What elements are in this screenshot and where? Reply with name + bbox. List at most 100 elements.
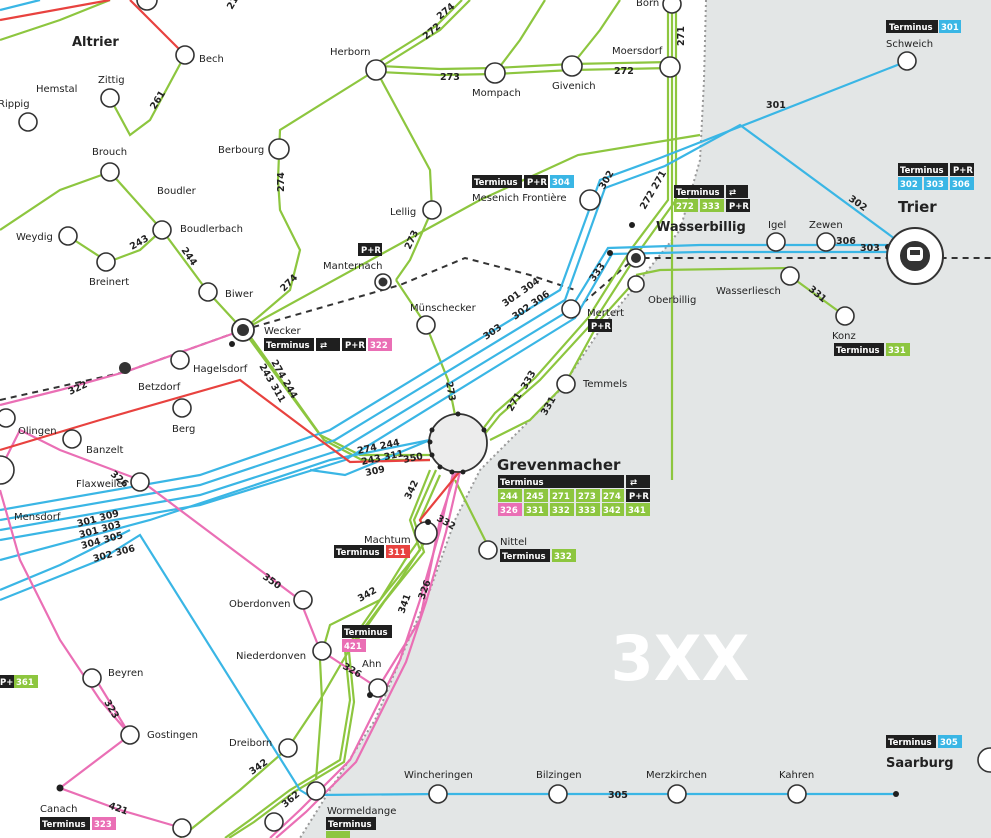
svg-text:Nittel: Nittel xyxy=(500,537,527,548)
svg-text:Hemstal: Hemstal xyxy=(36,84,77,95)
svg-text:Mesenich Frontière: Mesenich Frontière xyxy=(472,192,567,204)
svg-text:Breinert: Breinert xyxy=(89,277,129,288)
svg-text:272: 272 xyxy=(421,21,443,42)
city-label-grevenmacher: Grevenmacher xyxy=(497,456,621,474)
svg-text:Wasserliesch: Wasserliesch xyxy=(716,286,781,297)
svg-text:Born: Born xyxy=(636,0,659,9)
svg-text:Igel: Igel xyxy=(768,220,786,231)
svg-text:245: 245 xyxy=(526,492,544,502)
svg-text:305: 305 xyxy=(608,790,628,801)
svg-text:272: 272 xyxy=(614,66,634,77)
svg-text:Bech: Bech xyxy=(199,54,224,65)
svg-text:Mompach: Mompach xyxy=(472,88,521,99)
svg-text:333: 333 xyxy=(702,202,720,212)
svg-text:Moersdorf: Moersdorf xyxy=(612,46,663,57)
svg-text:304: 304 xyxy=(552,178,570,188)
svg-text:361: 361 xyxy=(16,678,34,688)
svg-text:301: 301 xyxy=(766,100,786,111)
svg-text:Terminus: Terminus xyxy=(500,478,544,488)
svg-text:Münschecker: Münschecker xyxy=(410,303,477,314)
svg-text:271: 271 xyxy=(552,492,570,502)
svg-text:Terminus: Terminus xyxy=(900,166,944,176)
svg-text:P+R: P+R xyxy=(527,178,547,188)
svg-text:Wincheringen: Wincheringen xyxy=(404,770,473,781)
svg-text:Boudler: Boudler xyxy=(157,186,197,197)
svg-text:302: 302 xyxy=(900,180,918,190)
svg-text:Terminus: Terminus xyxy=(836,346,880,356)
green-routes xyxy=(0,0,846,838)
svg-text:Weydig: Weydig xyxy=(16,232,53,243)
svg-text:Terminus: Terminus xyxy=(676,188,720,198)
svg-text:Kahren: Kahren xyxy=(779,770,814,781)
svg-text:Manternach: Manternach xyxy=(323,261,382,272)
svg-text:271: 271 xyxy=(505,391,524,414)
blue-routes xyxy=(0,0,911,801)
svg-text:Gostingen: Gostingen xyxy=(147,730,198,741)
svg-text:Terminus: Terminus xyxy=(344,628,388,638)
svg-text:Biwer: Biwer xyxy=(225,289,254,300)
svg-text:Mertert: Mertert xyxy=(587,308,624,319)
svg-text:274: 274 xyxy=(603,492,621,502)
svg-text:Machtum: Machtum xyxy=(364,535,411,546)
trier-hub xyxy=(886,227,944,285)
svg-text:271: 271 xyxy=(676,26,687,46)
svg-text:306: 306 xyxy=(952,180,970,190)
svg-text:Dreiborn: Dreiborn xyxy=(229,738,272,749)
svg-text:274: 274 xyxy=(276,172,287,192)
svg-text:Canach: Canach xyxy=(40,804,77,815)
svg-text:305: 305 xyxy=(940,738,958,748)
border-line xyxy=(299,0,707,838)
svg-text:244: 244 xyxy=(500,492,518,502)
svg-text:273: 273 xyxy=(440,72,460,83)
svg-text:333: 333 xyxy=(519,369,538,392)
svg-text:350: 350 xyxy=(402,451,424,466)
svg-text:P+R: P+R xyxy=(953,166,973,176)
svg-text:303: 303 xyxy=(926,180,944,190)
svg-text:Betzdorf: Betzdorf xyxy=(138,382,181,393)
svg-text:Berbourg: Berbourg xyxy=(218,145,264,156)
svg-text:Konz: Konz xyxy=(832,331,856,342)
svg-text:Mensdorf: Mensdorf xyxy=(14,512,61,523)
svg-text:421: 421 xyxy=(344,642,362,652)
svg-text:Terminus: Terminus xyxy=(474,178,518,188)
svg-text:Temmels: Temmels xyxy=(582,379,627,390)
svg-text:Berg: Berg xyxy=(172,424,195,435)
svg-text:Terminus: Terminus xyxy=(328,820,372,830)
svg-text:322: 322 xyxy=(370,341,388,351)
svg-text:Bilzingen: Bilzingen xyxy=(536,770,582,781)
svg-text:Terminus: Terminus xyxy=(888,738,932,748)
svg-text:P+R: P+R xyxy=(729,202,749,212)
svg-text:421: 421 xyxy=(107,800,129,817)
svg-text:Brouch: Brouch xyxy=(92,147,127,158)
svg-text:Oberdonven: Oberdonven xyxy=(229,599,291,610)
svg-text:323: 323 xyxy=(94,820,112,830)
svg-text:Terminus: Terminus xyxy=(889,23,933,33)
svg-text:P+R: P+R xyxy=(345,341,365,351)
svg-text:Flaxweiler: Flaxweiler xyxy=(76,479,128,490)
svg-text:273: 273 xyxy=(578,492,596,502)
svg-text:P+R: P+R xyxy=(361,246,381,256)
svg-text:Boudlerbach: Boudlerbach xyxy=(180,224,243,235)
city-label-wasserbillig: Wasserbillig xyxy=(656,220,746,235)
train-icon xyxy=(119,248,646,374)
svg-text:333: 333 xyxy=(578,506,596,516)
svg-text:341: 341 xyxy=(628,506,646,516)
svg-text:274: 274 xyxy=(278,272,300,294)
svg-text:⇄: ⇄ xyxy=(630,478,637,488)
svg-text:⇄: ⇄ xyxy=(320,341,327,351)
svg-text:Wormeldange: Wormeldange xyxy=(327,806,396,817)
svg-text:P+R: P+R xyxy=(629,492,649,502)
svg-text:306: 306 xyxy=(836,236,856,247)
svg-text:Olingen: Olingen xyxy=(18,426,57,437)
svg-text:P+R: P+R xyxy=(591,322,611,332)
svg-text:331: 331 xyxy=(526,506,544,516)
svg-text:Terminus: Terminus xyxy=(266,341,310,351)
svg-text:Ahn: Ahn xyxy=(362,659,382,670)
svg-text:362: 362 xyxy=(280,789,302,810)
svg-text:212: 212 xyxy=(225,0,244,12)
pink-routes xyxy=(0,328,463,838)
city-label-altrier: Altrier xyxy=(72,35,119,50)
svg-text:Niederdonven: Niederdonven xyxy=(236,651,306,662)
railway-line xyxy=(0,256,576,401)
svg-text:302: 302 xyxy=(597,169,616,192)
